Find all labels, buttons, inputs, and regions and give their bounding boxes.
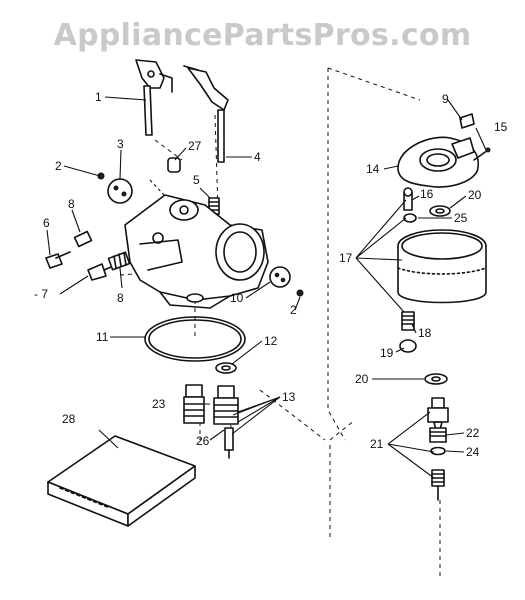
callout-14: 14: [366, 162, 380, 176]
callout-6: 6: [43, 216, 50, 230]
callout-26: 26: [196, 434, 210, 448]
callout-19: 19: [380, 346, 394, 360]
seal-part-upper: [73, 230, 93, 248]
callout-13: 13: [282, 390, 296, 404]
float-bowl-part-17: [397, 229, 487, 304]
callout-15: 15: [494, 120, 508, 134]
choke-plate-part: [269, 266, 291, 288]
repair-kit-box: [47, 435, 196, 527]
callout-11: 11: [96, 330, 109, 344]
seat-part-25: [403, 213, 417, 223]
callout-18: 18: [418, 326, 432, 340]
callout-1: 1: [95, 90, 102, 104]
spring-part-8: [107, 251, 131, 271]
callout-21: 21: [370, 437, 384, 451]
bowl-gasket-part: [144, 316, 246, 362]
callout-leader-lines: [46, 96, 487, 479]
callout-9: 9: [442, 92, 449, 106]
callout-25: 25: [454, 211, 468, 225]
spring-part-22: [429, 427, 447, 443]
callout-12: 12: [264, 334, 278, 348]
drain-valve-part-21: [427, 397, 449, 431]
callout-23: 23: [152, 397, 166, 411]
needle-valve-part-16: [403, 187, 413, 211]
pin-part-26: [224, 427, 234, 459]
callout-20-upper: 20: [468, 188, 482, 202]
washer-part-20-lower: [424, 373, 448, 385]
callout-5: 5: [193, 173, 200, 187]
screw-part-lower: [296, 289, 304, 297]
cap-part-19: [399, 339, 417, 353]
drain-screw-part: [431, 469, 445, 501]
callout-8-lower: 8: [117, 291, 124, 305]
valve-part-13: [213, 385, 239, 425]
callout-4: 4: [254, 150, 261, 164]
choke-lever-part: [183, 65, 229, 163]
washer-part-20-upper: [429, 205, 451, 217]
carburetor-body: [124, 194, 269, 309]
callout-22: 22: [466, 426, 480, 440]
float-part-14: [397, 136, 479, 188]
callout-8-upper: 8: [68, 197, 75, 211]
throttle-lever-part: [135, 59, 173, 136]
callout-7: - 7: [34, 287, 48, 301]
callout-3: 3: [117, 137, 124, 151]
callout-20-lower: 20: [355, 372, 369, 386]
callout-16: 16: [420, 187, 434, 201]
callout-10: 10: [230, 291, 244, 305]
washer-part-24: [430, 446, 446, 456]
washer-part-12: [215, 362, 237, 374]
callout-17: 17: [339, 251, 353, 265]
callout-2-upper: 2: [55, 159, 62, 173]
hinge-part-9: [459, 113, 475, 129]
callout-28: 28: [62, 412, 76, 426]
callout-27: 27: [188, 139, 202, 153]
callout-24: 24: [466, 445, 480, 459]
bushing-part: [167, 157, 181, 173]
callout-labels: 1 2 3 27 4 5 6 8 - 7 8 10 2 11 12 13 23 …: [34, 90, 508, 459]
idle-screw-part: [45, 251, 71, 269]
watermark-text: AppliancePartsPros.com: [53, 18, 472, 53]
throttle-plate-part: [107, 178, 133, 204]
callout-2-lower: 2: [290, 303, 297, 317]
spring-part-18: [401, 311, 415, 331]
